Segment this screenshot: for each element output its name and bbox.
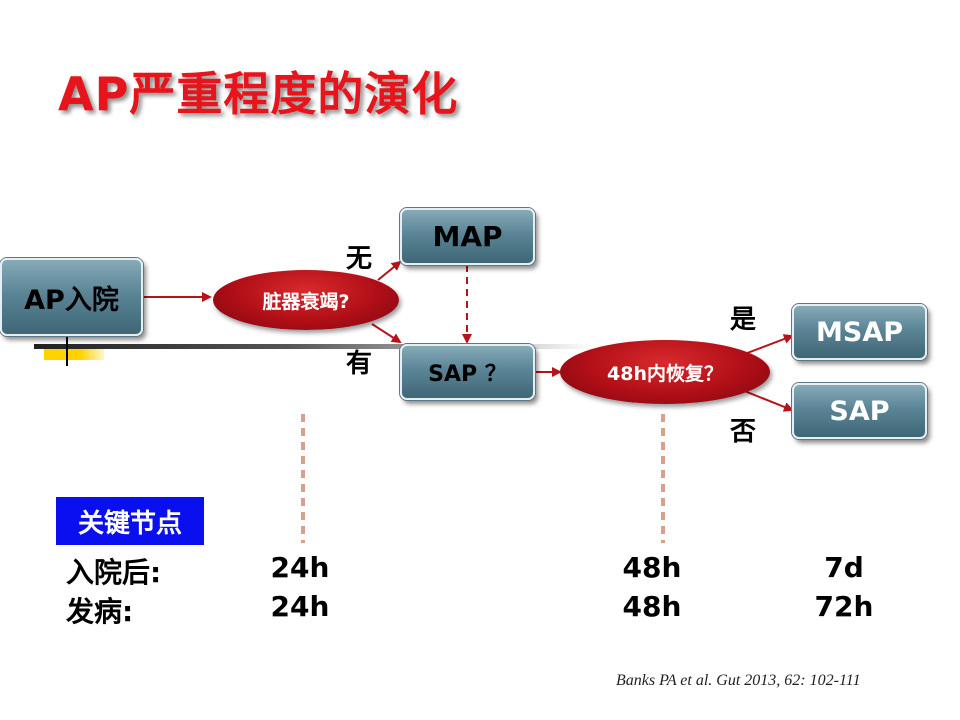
recovery-label: 48h内恢复？ bbox=[607, 362, 723, 385]
key-nodes-heading: 关键节点 bbox=[56, 497, 204, 545]
map-label: MAP bbox=[432, 220, 503, 253]
row-onset-72h: 72h bbox=[814, 590, 874, 623]
admission-node: AP入院 bbox=[0, 258, 143, 336]
sap-label: SAP bbox=[829, 395, 890, 427]
msap-label: MSAP bbox=[816, 316, 903, 348]
branch-label-not: 否 bbox=[730, 417, 757, 447]
admission-label: AP入院 bbox=[24, 284, 119, 316]
arrow-organ-failure-to-map bbox=[377, 260, 402, 281]
organ-failure-decision: 脏器衰竭? bbox=[213, 270, 399, 330]
citation: Banks PA et al. Gut 2013, 62: 102-111 bbox=[616, 672, 861, 689]
page-title: AP严重程度的演化 bbox=[58, 67, 459, 121]
arrow-recovery-to-msap bbox=[741, 334, 794, 356]
timeline-tick bbox=[66, 332, 68, 366]
msap-node: MSAP bbox=[792, 304, 927, 360]
row-onset-48h: 48h bbox=[622, 590, 682, 623]
sap-node: SAP bbox=[792, 383, 927, 439]
row-label-onset: 发病: bbox=[66, 595, 134, 628]
branch-label-yes: 有 bbox=[346, 349, 373, 379]
organ-failure-label: 脏器衰竭? bbox=[262, 290, 350, 313]
row-admission-48h: 48h bbox=[622, 551, 682, 584]
sap-question-label: SAP ？ bbox=[428, 362, 507, 387]
row-admission-7d: 7d bbox=[824, 551, 864, 584]
sap-question-node: SAP ？ bbox=[400, 344, 535, 400]
map-node: MAP bbox=[400, 208, 535, 265]
branch-label-no: 无 bbox=[346, 244, 373, 274]
recovery-decision: 48h内恢复？ bbox=[560, 340, 770, 404]
row-label-admission: 入院后: bbox=[66, 556, 162, 589]
branch-label-is: 是 bbox=[730, 305, 757, 335]
arrow-recovery-to-sap bbox=[741, 389, 794, 412]
row-onset-24h: 24h bbox=[270, 590, 330, 623]
row-admission-24h: 24h bbox=[270, 551, 330, 584]
timeline-axis bbox=[34, 344, 594, 349]
arrow-organ-failure-to-sap bbox=[371, 323, 402, 344]
